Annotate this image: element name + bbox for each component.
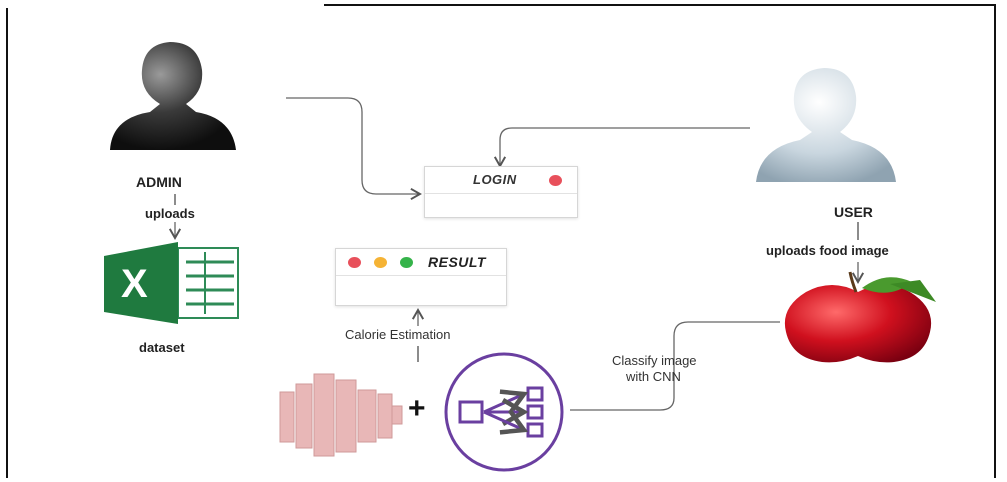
plus-sign: +: [408, 392, 426, 426]
yellow-dot-icon: [374, 257, 387, 268]
classify-line-2: with CNN: [626, 369, 681, 384]
admin-label: ADMIN: [136, 174, 182, 190]
result-titlebar: RESULT: [336, 249, 506, 276]
excel-letter: X: [121, 262, 148, 307]
calorie-estimation-label: Calorie Estimation: [345, 327, 451, 342]
login-title: LOGIN: [473, 172, 517, 187]
cnn-network-icon: [446, 354, 562, 470]
login-window[interactable]: LOGIN: [424, 166, 578, 218]
green-dot-icon: [400, 257, 413, 268]
dataset-label: dataset: [139, 340, 185, 355]
user-action-label: uploads food image: [766, 243, 889, 258]
user-to-login-connector: [500, 128, 750, 166]
result-window[interactable]: RESULT: [335, 248, 507, 306]
admin-action-label: uploads: [145, 206, 195, 221]
admin-to-login-connector: [286, 98, 420, 194]
admin-avatar-icon: [110, 42, 236, 150]
result-title: RESULT: [428, 254, 486, 270]
red-dot-icon: [549, 175, 562, 186]
apple-icon: [785, 272, 936, 362]
user-avatar-icon: [756, 68, 896, 182]
red-dot-icon: [348, 257, 361, 268]
layers-stack-icon: [280, 374, 402, 456]
user-label: USER: [834, 204, 873, 220]
login-titlebar: LOGIN: [425, 167, 577, 194]
classify-line-1: Classify image: [612, 353, 697, 368]
